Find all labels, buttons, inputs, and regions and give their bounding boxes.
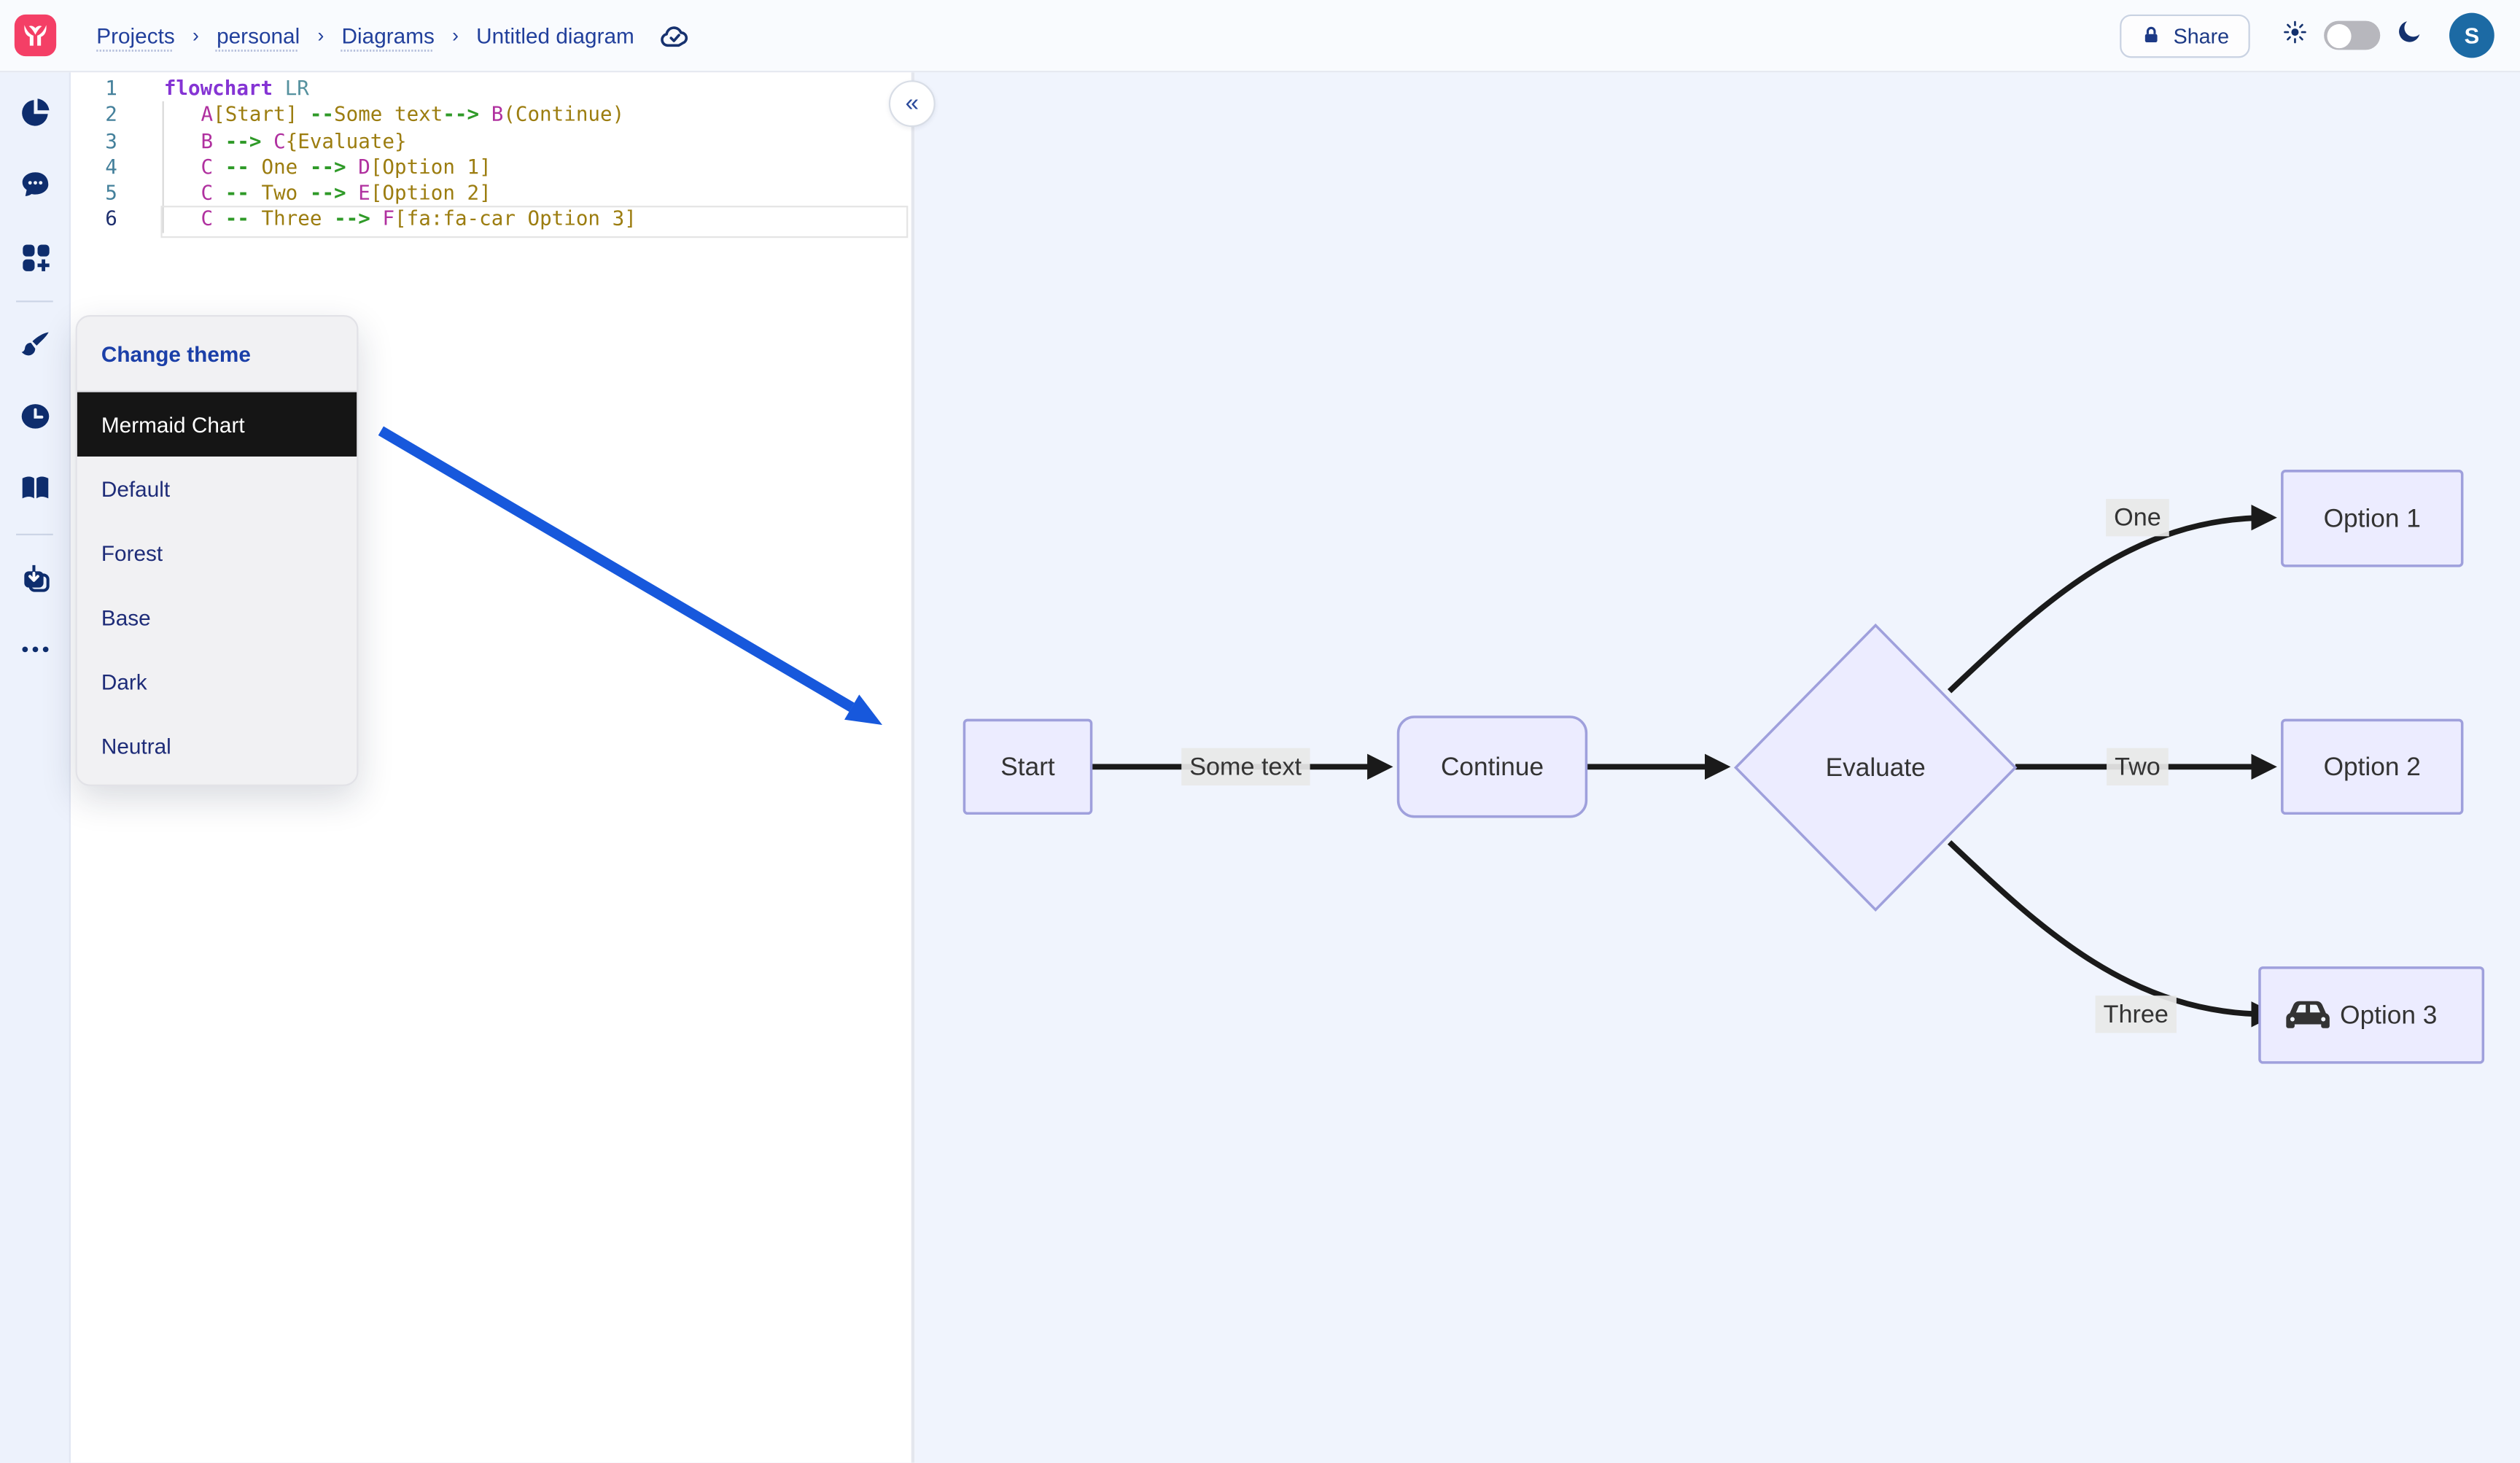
node-shape [2281, 470, 2464, 567]
sun-icon [2282, 18, 2308, 52]
line-content: A[Start] --Some text--> B(Continue) [201, 101, 625, 126]
collapse-editor-button[interactable]: « [888, 80, 936, 128]
edge-label: Some text [1189, 753, 1302, 780]
toggle-knob [2326, 23, 2351, 48]
indent-guide [161, 101, 163, 233]
change-theme-title: Change theme [77, 317, 357, 392]
line-number: 1 [105, 75, 117, 100]
flowchart-nodes: Start Continue Evaluate Option 1 Option 2 Opt… [962, 470, 2485, 1064]
theme-menu-item-base[interactable]: Base [101, 605, 151, 629]
moon-icon [2396, 18, 2423, 53]
line-number: 4 [105, 154, 117, 179]
node-shape [2258, 966, 2485, 1064]
code-line[interactable]: 6 C -- Three --> F[fa:fa-car Option 3] [69, 206, 911, 233]
code-line[interactable]: 1 flowchart LR [69, 76, 911, 102]
docs-book-icon[interactable] [0, 465, 69, 513]
mermaid-logo[interactable] [14, 14, 57, 57]
code-line[interactable]: 2 A[Start] --Some text--> B(Continue) [69, 102, 911, 128]
breadcrumb-separator: › [317, 24, 324, 47]
breadcrumb-separator: › [192, 24, 199, 47]
top-right-controls: Share [2120, 0, 2494, 71]
line-content: C -- One --> D[Option 1] [201, 154, 491, 179]
shapes-add-icon[interactable] [0, 233, 69, 282]
line-content: flowchart LR [163, 75, 309, 100]
line-number: 3 [105, 128, 117, 152]
breadcrumb-item[interactable]: Untitled diagram [476, 23, 634, 48]
cloud-sync-check-icon [658, 22, 691, 49]
edge-label-bg [2095, 996, 2177, 1033]
node-shape [2281, 718, 2464, 815]
active-line-highlight [160, 205, 909, 238]
edge-C-D [1947, 504, 2277, 694]
node-option-3[interactable]: Option 3 [2258, 966, 2485, 1064]
code-line[interactable]: 5 C -- Two --> E[Option 2] [69, 180, 911, 206]
node-label: Start [1000, 753, 1055, 781]
node-shape [1396, 715, 1588, 818]
diagram-canvas[interactable]: Start Continue Evaluate Option 1 Option 2 Opt… [911, 70, 2520, 1463]
line-number: 5 [105, 180, 117, 205]
node-continue[interactable]: Continue [1396, 715, 1588, 818]
code-line[interactable]: 4 C -- One --> D[Option 1] [69, 154, 911, 180]
car-icon [2286, 1001, 2330, 1028]
theme-menu-item-mermaid-chart[interactable]: Mermaid Chart [77, 392, 357, 457]
code-line[interactable]: 3 B --> C{Evaluate} [69, 128, 911, 154]
share-label: Share [2173, 23, 2230, 48]
line-number: 6 [105, 206, 117, 231]
breadcrumb-separator: › [452, 24, 459, 47]
node-label: Option 3 [2340, 1001, 2437, 1029]
line-content: B --> C{Evaluate} [201, 128, 407, 152]
history-clock-icon[interactable] [0, 392, 69, 441]
node-shape [962, 718, 1093, 815]
theme-menu-item-forest[interactable]: Forest [101, 540, 163, 565]
flowchart-svg: Start Continue Evaluate Option 1 Option 2 Opt… [962, 470, 2485, 1064]
share-button[interactable]: Share [2120, 13, 2250, 58]
node-evaluate[interactable]: Evaluate [1733, 623, 2018, 912]
avatar[interactable]: S [2449, 12, 2494, 58]
node-shape [1733, 623, 2018, 912]
export-download-icon[interactable] [0, 554, 69, 602]
node-option-2[interactable]: Option 2 [2281, 718, 2464, 815]
node-label: Option 2 [2324, 753, 2421, 781]
top-bar: Projects › personal › Diagrams › Untitled diag… [0, 0, 2520, 73]
node-label: Continue [1441, 753, 1544, 781]
edge-label-bg [2107, 748, 2169, 785]
edge-label-bg [2106, 499, 2169, 537]
dark-mode-toggle[interactable] [2324, 20, 2381, 50]
lock-icon [2145, 26, 2158, 43]
edge-C-F [1947, 840, 2277, 1028]
node-label: Evaluate [1826, 753, 1926, 782]
rail-divider [16, 533, 53, 535]
edge-label-bg [1181, 748, 1310, 785]
breadcrumb-item[interactable]: Projects [96, 23, 175, 48]
more-ellipsis-icon[interactable] [0, 625, 69, 673]
edge-label: One [2114, 504, 2161, 532]
node-option-1[interactable]: Option 1 [2281, 470, 2464, 567]
node-start[interactable]: Start [962, 718, 1093, 815]
node-label: Option 1 [2324, 504, 2421, 532]
rail-divider [16, 300, 53, 303]
line-content: C -- Three --> F[fa:fa-car Option 3] [201, 206, 637, 231]
collapse-chevrons-icon: « [905, 90, 919, 117]
theme-menu-item-neutral[interactable]: Neutral [101, 734, 171, 758]
left-icon-rail [0, 70, 71, 1463]
edge-label: Three [2104, 1001, 2169, 1028]
edge-label: Two [2115, 753, 2161, 780]
chat-icon[interactable] [0, 160, 69, 209]
theme-menu-item-default[interactable]: Default [101, 476, 171, 501]
line-content: C -- Two --> E[Option 2] [201, 180, 491, 205]
line-number: 2 [105, 101, 117, 126]
breadcrumb-item[interactable]: personal [217, 23, 300, 48]
pie-chart-icon[interactable] [0, 88, 69, 136]
theme-menu-item-dark[interactable]: Dark [101, 670, 147, 694]
avatar-initial: S [2464, 22, 2480, 49]
breadcrumb: Projects › personal › Diagrams › Untitled diag… [96, 0, 691, 71]
breadcrumb-item[interactable]: Diagrams [341, 23, 435, 48]
mermaid-logo-icon [24, 25, 47, 46]
code-area[interactable]: 1 flowchart LR 2 A[Start] --Some text--> B(… [69, 76, 911, 233]
paintbrush-icon[interactable] [0, 320, 69, 368]
